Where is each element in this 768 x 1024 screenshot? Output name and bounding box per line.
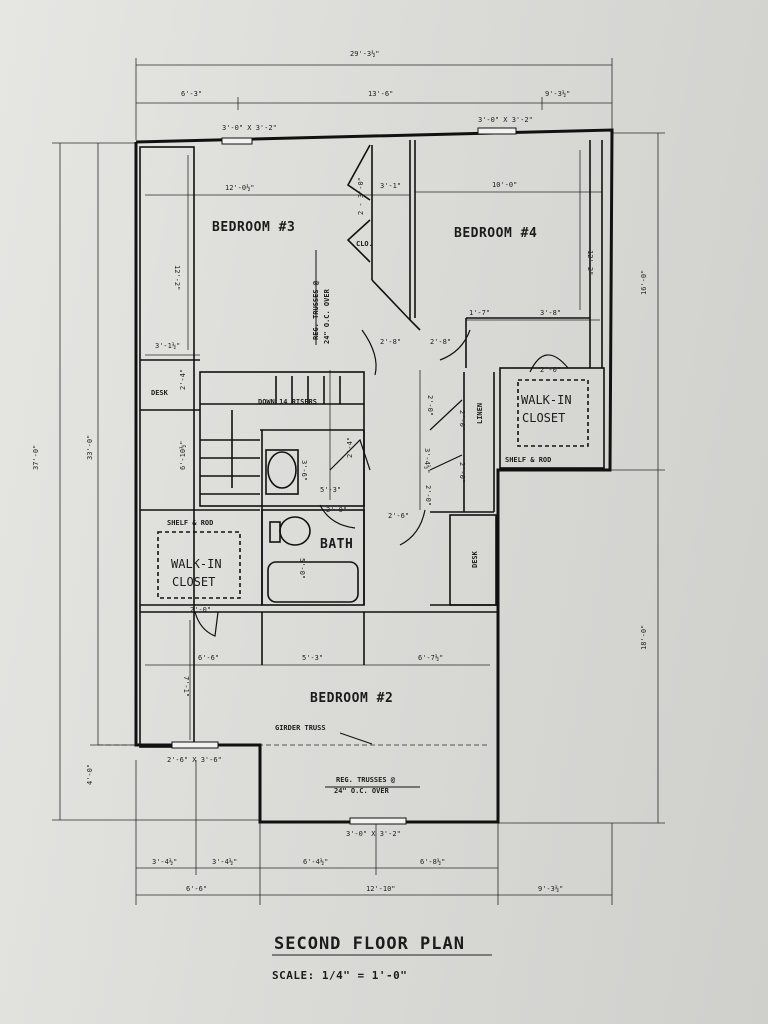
dim-top-overall: 29'-3½"	[350, 50, 380, 58]
dim-bedroom3-width: 12'-0½"	[225, 184, 255, 192]
note-arrows	[315, 250, 420, 788]
dim-bath-a: 3'-6"	[300, 460, 308, 481]
dim-door-b: 2'-8"	[430, 338, 451, 346]
dim-bath-b: 5'-3"	[320, 486, 341, 494]
dim-door-a: 2'-8"	[380, 338, 401, 346]
interior-walls	[139, 140, 605, 748]
dim-bedroom4-width: 10'-0"	[492, 181, 517, 189]
dim-hall-a: 1'-7"	[469, 309, 490, 317]
shelf-rod-right: SHELF & ROD	[505, 456, 551, 464]
walkin-closet-right-2: CLOSET	[522, 411, 565, 425]
windows	[171, 127, 517, 825]
dim-closet-b: 3'-1"	[380, 182, 401, 190]
dim-closet-a: 2 - 3'-0"	[357, 177, 365, 215]
desk-label-2: DESK	[471, 550, 479, 568]
trusses-note-vertical-2: 24" O.C. OVER	[323, 288, 331, 344]
dim-bedroom2-side: 7'-1"	[182, 676, 190, 697]
dim-bedroom4-height: 12'-2"	[586, 250, 594, 275]
dim-bottom-a: 3'-4½"	[152, 858, 177, 866]
walkin-closet-left-2: CLOSET	[172, 575, 215, 589]
dim-bath-d: 2'-0"	[326, 506, 347, 514]
dim-linen-e: 2'-0"	[424, 485, 432, 506]
dim-window-bottom-left: 2'-6" X 3'-6"	[167, 756, 222, 764]
dim-mid-b: 5'-3"	[302, 654, 323, 662]
desk-label: DESK	[151, 389, 169, 397]
dim-top-c: 9'-3½"	[545, 90, 570, 98]
dim-left-bottom: 4'-0"	[86, 764, 94, 785]
dim-bottom-c: 6'-4½"	[303, 858, 328, 866]
dim-desk-height: 2'-4"	[179, 369, 187, 390]
dim-linen-a: 2'-0"	[426, 395, 434, 416]
dim-top-a: 6'-3"	[181, 90, 202, 98]
dimension-labels: 29'-3½" 6'-3" 13'-6" 9'-3½" 3'-0" X 3'-2…	[32, 50, 648, 893]
girder-truss-note: GIRDER TRUSS	[275, 724, 326, 732]
dim-bottom-e: 6'-6"	[186, 885, 207, 893]
plan-title: SECOND FLOOR PLAN	[274, 934, 465, 954]
dim-door-c: 2'-0"	[540, 366, 561, 374]
linen-label: LINEN	[476, 403, 484, 424]
dim-bottom-d: 6'-8½"	[420, 858, 445, 866]
bath-label: BATH	[320, 537, 353, 552]
dim-bottom-b: 3'-4½"	[212, 858, 237, 866]
dim-linen-b: 2'-0"	[458, 410, 466, 431]
dim-hall-b: 3'-8"	[540, 309, 561, 317]
bedroom3-label: BEDROOM #3	[212, 220, 295, 235]
trusses-note-bottom: REG. TRUSSES @	[336, 776, 395, 784]
dim-left-a: 6'-10½"	[179, 440, 187, 470]
dim-bath-e: 5'-0"	[298, 558, 306, 579]
dim-bedroom3-height: 12'-2"	[173, 265, 181, 290]
door-swings	[194, 329, 569, 637]
dim-window-top-left: 3'-0" X 3'-2"	[222, 124, 277, 132]
dim-window-top-right: 3'-0" X 3'-2"	[478, 116, 533, 124]
walkin-closet-right: WALK-IN	[521, 393, 572, 407]
trusses-note-bottom-2: 24" O.C. OVER	[334, 787, 390, 795]
dim-left-inner: 33'-0"	[86, 435, 94, 460]
room-labels: BEDROOM #3 BEDROOM #4 BEDROOM #2 BATH CL…	[151, 220, 572, 706]
plan-scale: SCALE: 1/4" = 1'-0"	[272, 969, 407, 982]
dim-mid-c: 6'-7½"	[418, 654, 443, 662]
dim-window-bottom: 3'-0" X 3'-2"	[346, 830, 401, 838]
dim-bottom-f: 12'-10"	[366, 885, 396, 893]
bedroom2-label: BEDROOM #2	[310, 691, 393, 706]
dim-linen-d: 2'-0"	[458, 462, 466, 483]
clo-label: CLO.	[356, 240, 373, 248]
stairs-label: DOWN 14 RISERS	[258, 398, 317, 406]
walkin-closet-left: WALK-IN	[171, 557, 222, 571]
shelf-rod-left: SHELF & ROD	[167, 519, 213, 527]
dim-closet-door: 2'-0"	[190, 606, 211, 614]
dim-top-b: 13'-6"	[368, 90, 393, 98]
dim-bottom-g: 9'-3½"	[538, 885, 563, 893]
dim-mid-a: 6'-6"	[198, 654, 219, 662]
dim-bath-c: 2'-4"	[346, 437, 354, 458]
dim-right-top: 16'-0"	[640, 270, 648, 295]
dim-left-overall: 37'-0"	[32, 445, 40, 470]
dim-desk-width: 3'-1½"	[155, 342, 180, 350]
dim-linen-c: 3'-4½"	[423, 448, 431, 473]
bedroom4-label: BEDROOM #4	[454, 226, 537, 241]
dim-right-bottom: 18'-0"	[640, 625, 648, 650]
dim-hall-c: 2'-6"	[388, 512, 409, 520]
